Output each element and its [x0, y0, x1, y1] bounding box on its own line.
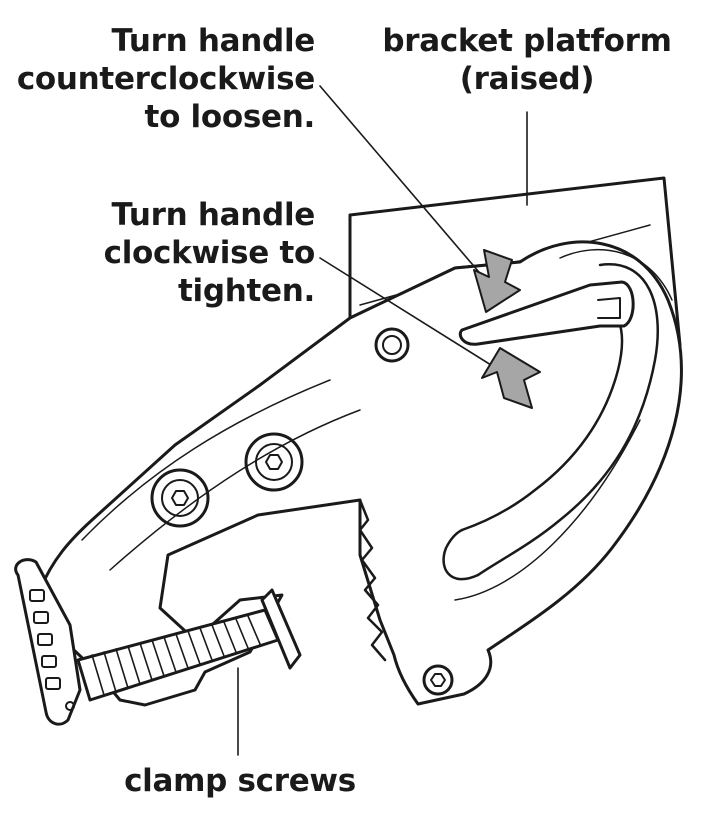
clamp-line-1: clamp screws — [124, 763, 356, 799]
arrow-tighten — [481, 347, 541, 409]
clamp-screw-assembly — [14, 558, 302, 726]
tighten-instruction: Turn handle clockwise to tighten. — [103, 196, 316, 310]
loosen-line-1: Turn handle — [111, 23, 315, 59]
serrated-jaw — [358, 498, 387, 662]
tighten-line-3: tighten. — [178, 273, 315, 309]
tighten-line-2: clockwise to — [103, 235, 316, 271]
platform-label: bracket platform (raised) — [372, 22, 682, 98]
loosen-line-2: counterclockwise — [16, 61, 315, 97]
loosen-line-3: to loosen. — [144, 99, 316, 135]
handle — [458, 280, 635, 346]
tighten-line-1: Turn handle — [111, 197, 315, 233]
platform-line-1: bracket platform — [382, 23, 672, 59]
pivot-knob — [374, 327, 410, 363]
platform-line-2: (raised) — [459, 61, 595, 97]
arrow-loosen — [473, 249, 521, 313]
bolt-bottom-right — [422, 664, 454, 696]
bolt-lower — [150, 468, 210, 528]
loosen-instruction: Turn handle counterclockwise to loosen. — [17, 22, 315, 136]
clamp-screws-label: clamp screws — [120, 762, 360, 800]
bolt-upper — [244, 432, 304, 492]
leader-lines — [237, 85, 528, 756]
